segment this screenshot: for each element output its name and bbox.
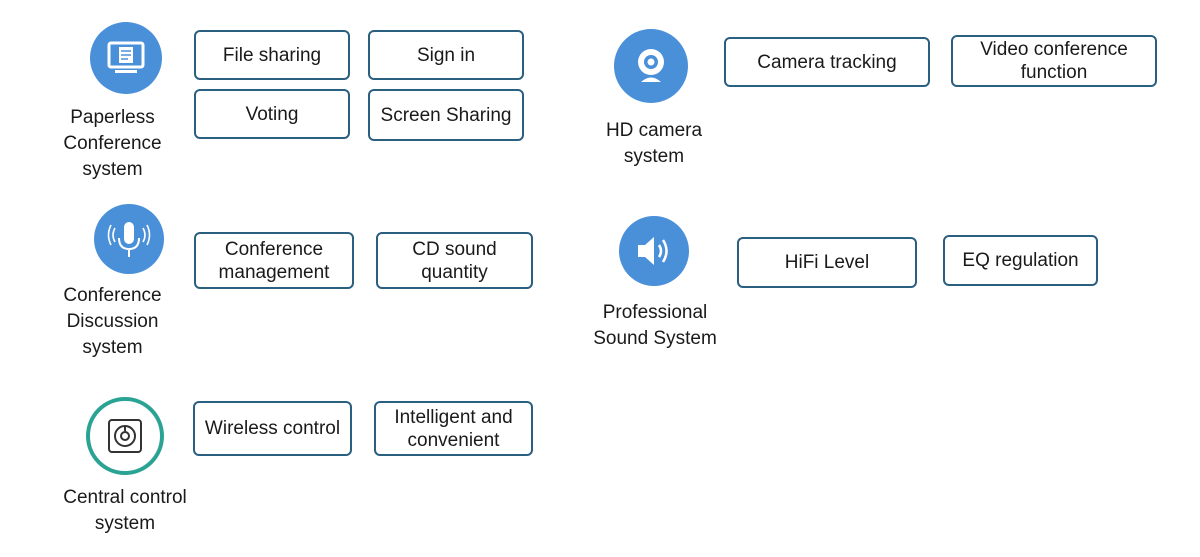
feature-hifi-level: HiFi Level bbox=[737, 237, 917, 288]
feature-voting: Voting bbox=[194, 89, 350, 139]
central-system-icon-circle bbox=[86, 397, 164, 475]
discussion-system-label: Conference Discussion system bbox=[63, 285, 162, 358]
webcam-icon bbox=[638, 49, 664, 82]
monitor-document-icon bbox=[107, 41, 145, 73]
sound-system-label: Professional Sound System bbox=[593, 302, 717, 349]
hd-camera-system-label: HD camera system bbox=[605, 120, 703, 167]
microphone-icon bbox=[107, 222, 151, 257]
control-panel-icon bbox=[108, 419, 142, 453]
feature-conference-management: Conference management bbox=[194, 232, 354, 289]
feature-intelligent-and-convenient: Intelligent and convenient bbox=[374, 401, 533, 456]
paperless-system-label: Paperless Conference system bbox=[63, 107, 162, 180]
discussion-system-icon-circle bbox=[94, 204, 164, 274]
feature-eq-regulation: EQ regulation bbox=[943, 235, 1098, 286]
feature-screen-sharing: Screen Sharing bbox=[368, 89, 524, 141]
central-system-label: Central control system bbox=[63, 487, 187, 534]
hd-camera-system-icon-circle bbox=[614, 29, 688, 103]
feature-camera-tracking: Camera tracking bbox=[724, 37, 930, 87]
speaker-icon bbox=[638, 237, 668, 265]
sound-system-icon-circle bbox=[619, 216, 689, 286]
feature-file-sharing: File sharing bbox=[194, 30, 350, 80]
feature-cd-sound-quantity: CD sound quantity bbox=[376, 232, 533, 289]
feature-sign-in: Sign in bbox=[368, 30, 524, 80]
feature-wireless-control: Wireless control bbox=[193, 401, 352, 456]
paperless-system-icon-circle bbox=[90, 22, 162, 94]
feature-video-conference-function: Video conference function bbox=[951, 35, 1157, 87]
